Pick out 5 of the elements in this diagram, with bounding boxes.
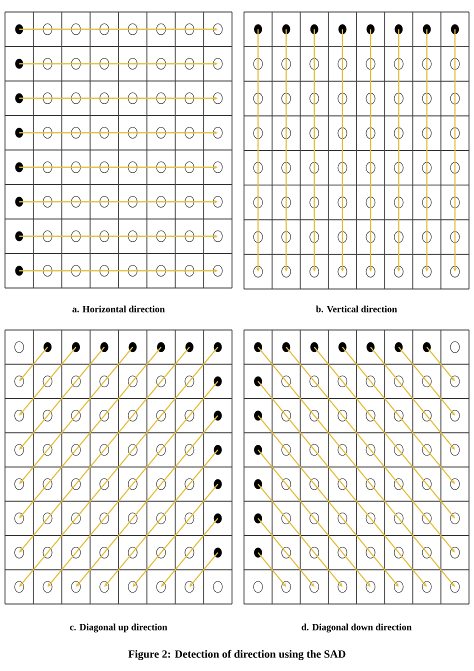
figure-caption: Figure 2: Detection of direction using the SAD [128,650,346,660]
panel-label: c. Diagonal up direction [70,624,168,632]
panel-label: b. Vertical direction [316,306,398,312]
panel-label: a. Horizontal direction [72,306,165,312]
panel-label: d. Diagonal down direction [302,624,412,632]
